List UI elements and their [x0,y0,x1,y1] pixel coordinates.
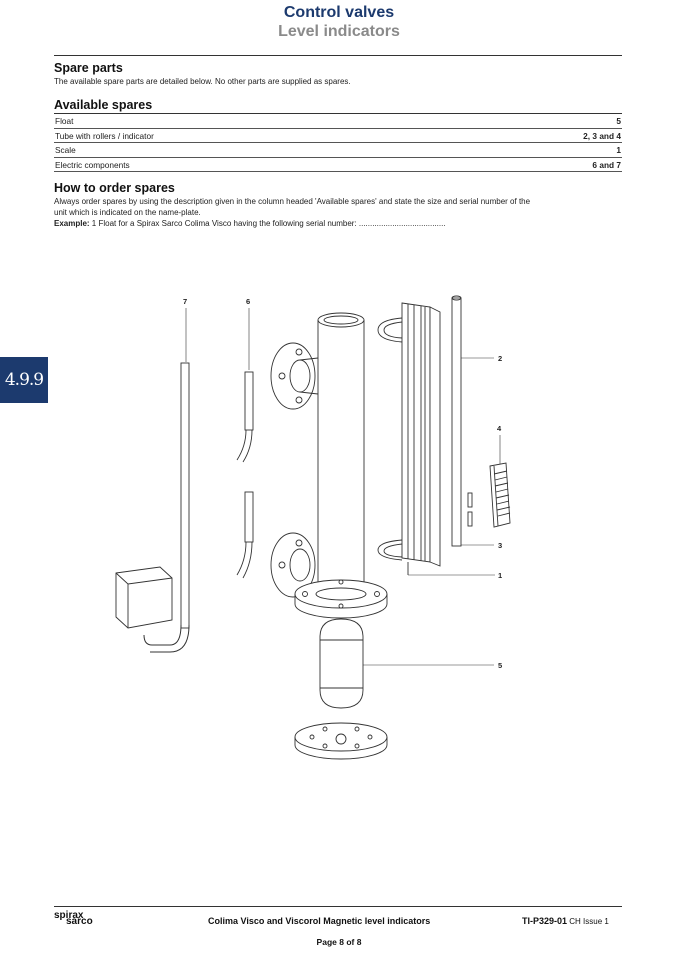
callout-7: 7 [183,297,188,306]
float-drawing [294,618,388,760]
spare-item: Electric components [54,157,462,172]
callout-2: 2 [498,354,503,363]
table-row: Electric components 6 and 7 [54,157,622,172]
spare-item: Float [54,113,462,129]
header-rule [54,55,622,56]
example-text: 1 Float for a Spirax Sarco Colima Visco … [89,219,446,228]
rod-assembly-drawing [115,308,190,653]
spare-item: Tube with rollers / indicator [54,128,462,143]
cable-drawing [236,308,254,579]
page-number: Page 8 of 8 [316,937,362,947]
chamber-drawing [270,312,388,619]
callout-4: 4 [497,424,502,433]
doc-code: TI-P329-01 [522,916,568,926]
logo-top: spirax [54,910,84,921]
example-label: Example: [54,219,90,228]
how-to-order-line2: unit which is indicated on the name-plat… [54,208,201,217]
spare-ref: 1 [461,142,622,158]
product-name: Colima Visco and Viscorol Magnetic level… [208,916,431,926]
spirax-sarco-logo: spirax sarco [54,910,93,932]
spare-ref: 2, 3 and 4 [461,128,622,143]
footer-rule [54,906,622,907]
spare-parts-text: The available spare parts are detailed b… [54,77,351,86]
callout-1: 1 [498,571,503,580]
order-example: Example: 1 Float for a Spirax Sarco Coli… [54,218,446,229]
doc-issue: CH Issue 1 [567,917,609,926]
spare-ref: 6 and 7 [461,157,622,172]
logo-bottom: sarco [66,916,93,927]
callout-6: 6 [246,297,251,306]
table-row: Tube with rollers / indicator 2, 3 and 4 [54,128,622,143]
scale-drawing [467,435,511,528]
document-code: TI-P329-01 CH Issue 1 [522,916,609,926]
spare-parts-heading: Spare parts [54,61,123,75]
how-to-order-line1: Always order spares by using the descrip… [54,197,531,206]
available-spares-heading: Available spares [54,98,153,112]
callout-5: 5 [498,661,503,670]
table-row: Scale 1 [54,142,622,158]
indicator-rail-drawing [377,302,495,576]
section-tab: 4.9.9 [0,357,48,403]
tube-drawing [451,295,494,547]
document-title: Control valves [283,4,395,21]
available-spares-table: Float 5 Tube with rollers / indicator 2,… [54,113,622,172]
table-row: Float 5 [54,113,622,129]
document-subtitle: Level indicators [278,23,400,40]
section-tab-label: 4.9.9 [4,370,44,390]
callout-3: 3 [498,541,503,550]
spare-ref: 5 [461,113,622,129]
spare-item: Scale [54,142,462,158]
how-to-order-heading: How to order spares [54,181,175,195]
